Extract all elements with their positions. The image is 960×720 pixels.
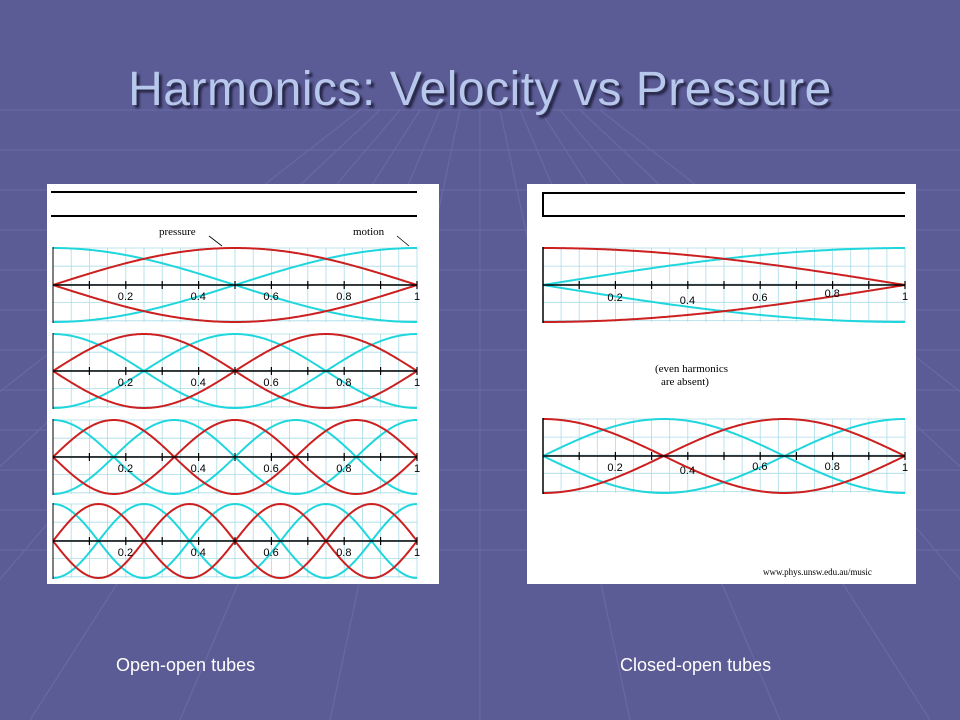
harmonic-1-plot: 0.2 0.4 0.6 0.8 1 [52, 247, 420, 323]
tick-label: 0.6 [752, 461, 767, 473]
pressure-pointer [208, 235, 223, 247]
caption-closed-open: Closed-open tubes [620, 655, 772, 675]
harmonic-3-plot: 0.2 0.4 0.6 0.8 1 [52, 418, 420, 496]
open-open-harmonics-plot: pressure motion 0.2 0.4 0.6 0.8 1 0.2 0.4 0.6 0.8 1… [51, 191, 420, 580]
tick-label: 0.8 [336, 463, 351, 475]
tick-label: 0.6 [752, 292, 767, 304]
tick-label: 0.6 [263, 377, 278, 389]
tick-label: 0.2 [118, 291, 133, 303]
tube-outline [542, 192, 905, 217]
harmonic-2-plot: 0.2 0.4 0.6 0.8 1 [52, 332, 420, 410]
harmonic-4-plot: 0.2 0.4 0.6 0.8 1 [52, 502, 420, 580]
caption-open-open: Open-open tubes [116, 655, 256, 675]
pressure-curve [542, 418, 906, 494]
pressure-curve [52, 418, 418, 496]
pressure-label: pressure [159, 226, 196, 238]
tick-label: 0.4 [191, 547, 206, 559]
slide-title: Harmonics: Velocity vs Pressure [128, 63, 832, 116]
motion-curve [52, 333, 418, 410]
tick-label: 0.8 [336, 547, 351, 559]
tick-label: 1 [414, 463, 420, 475]
tick-label: 0.6 [263, 547, 278, 559]
tick-label: 0.8 [825, 288, 840, 300]
pressure-curve [543, 247, 906, 286]
tick-label: 1 [414, 547, 420, 559]
tick-label: 0.2 [607, 462, 622, 474]
motion-curve [52, 502, 418, 580]
tick-label: 0.8 [336, 377, 351, 389]
harmonic-3-plot: 0.2 0.4 0.6 0.8 1 [542, 418, 908, 494]
pressure-curve [52, 284, 418, 323]
tick-label: 0.2 [118, 377, 133, 389]
pressure-curve [52, 418, 418, 496]
harmonic-1-plot: 0.2 0.4 0.6 0.8 1 [542, 247, 908, 323]
tick-label: 0.6 [263, 291, 278, 303]
note-line-2: are absent) [661, 376, 709, 388]
tick-label: 1 [902, 291, 908, 303]
motion-curve [52, 502, 418, 580]
pressure-curve [543, 284, 906, 323]
tick-label: 0.4 [191, 463, 206, 475]
tick-label: 0.8 [336, 291, 351, 303]
tick-label: 0.6 [263, 463, 278, 475]
tick-label: 0.8 [825, 461, 840, 473]
tick-label: 1 [414, 377, 420, 389]
open-open-tube-diagram: pressure motion 0.2 0.4 0.6 0.8 1 0.2 0.4 0.6 0.8 1… [47, 184, 439, 584]
closed-open-harmonics-plot: 0.2 0.4 0.6 0.8 1 0.2 0.4 0.6 0.8 1 (even harmonic… [542, 192, 908, 577]
tick-label: 0.4 [191, 291, 206, 303]
motion-label: motion [353, 226, 385, 238]
motion-curve [52, 332, 418, 409]
tick-label: 0.4 [680, 465, 695, 477]
pressure-curve [52, 247, 418, 286]
source-credit: www.phys.unsw.edu.au/music [763, 567, 872, 577]
tick-label: 0.2 [118, 463, 133, 475]
tick-label: 0.4 [680, 295, 695, 307]
closed-open-tube-diagram: 0.2 0.4 0.6 0.8 1 0.2 0.4 0.6 0.8 1 (even harmonic… [527, 184, 916, 584]
pressure-curve [542, 418, 906, 494]
tick-label: 0.4 [191, 377, 206, 389]
tick-label: 0.2 [118, 547, 133, 559]
tick-label: 0.2 [607, 292, 622, 304]
tick-label: 1 [902, 462, 908, 474]
motion-pointer [396, 235, 410, 247]
tick-label: 1 [414, 291, 420, 303]
note-line-1: (even harmonics [655, 363, 728, 375]
